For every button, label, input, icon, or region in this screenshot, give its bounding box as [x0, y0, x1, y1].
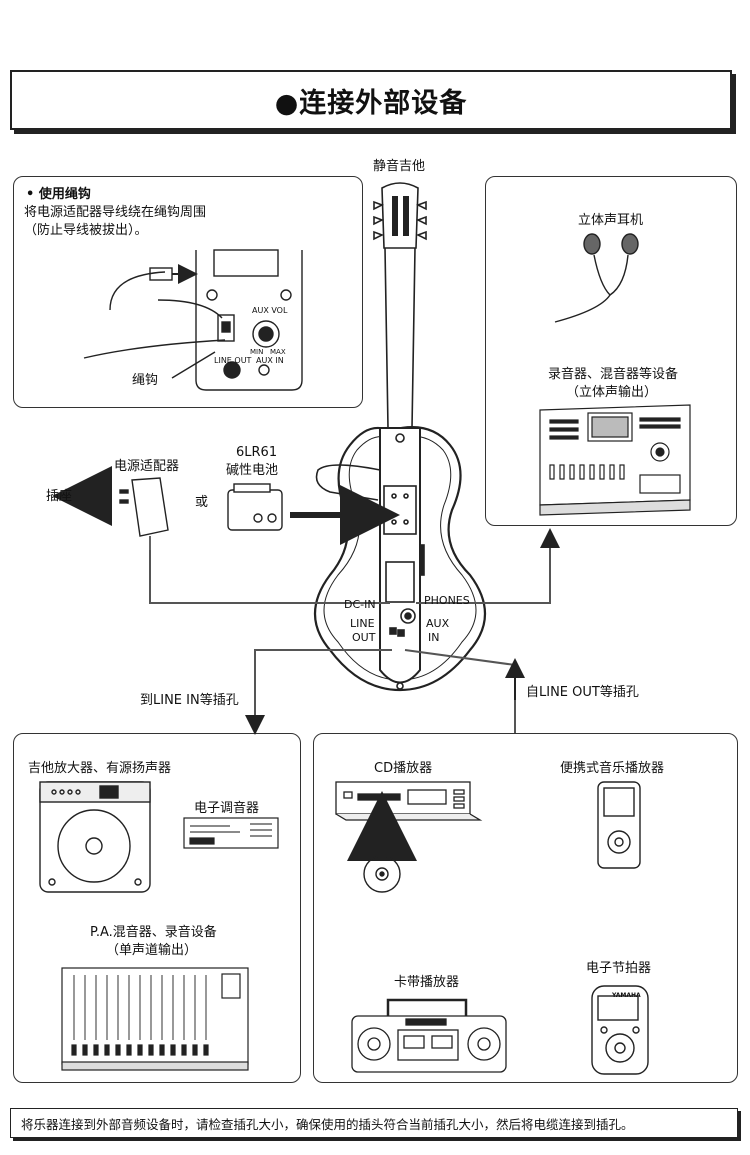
strap-hook-heading: • 使用绳钩: [26, 187, 91, 202]
cassette-player-icon: [351, 998, 507, 1073]
cassette-label: 卡带播放器: [394, 975, 460, 990]
strap-hook-line1: 将电源适配器导线绕在绳钩周围: [24, 205, 207, 220]
phones-label: PHONES: [424, 594, 470, 607]
out-label: OUT: [352, 631, 376, 644]
battery-line2: 碱性电池: [226, 463, 279, 478]
line-out-label-small: LINE OUT: [214, 356, 252, 365]
cd-player-icon: [335, 781, 483, 821]
bottom-note: 将乐器连接到外部音频设备时，请检查插孔大小，确保使用的插头符合当前插孔大小，然后…: [10, 1108, 738, 1138]
outlet-label: 插座: [46, 489, 73, 504]
tuner-label: 电子调音器: [194, 801, 260, 816]
to-line-in-label: 到LINE IN等插孔: [140, 693, 239, 708]
line-label: LINE: [350, 617, 375, 630]
in-label: IN: [428, 631, 440, 644]
page-title: ●连接外部设备: [10, 70, 732, 130]
recorder-label-line1: 录音器、混音器等设备: [548, 367, 679, 382]
pa-mixer-icon: [61, 967, 249, 1071]
electronic-tuner-icon: [183, 817, 279, 849]
battery-9v-icon: [227, 483, 283, 531]
guitar-amp-icon: [39, 781, 151, 893]
power-adapter-icon: [119, 477, 169, 550]
recorder-mixer-icon: [539, 404, 691, 516]
strap-hook-line2: （防止导线被拔出）。: [24, 223, 148, 238]
adapter-label: 电源适配器: [114, 459, 180, 474]
strap-hook-label: 绳钩: [132, 373, 159, 388]
line-out-cable: [245, 649, 392, 735]
pa-label-line1: P.A.混音器、录音设备: [90, 925, 217, 940]
strap-hook-closeup: [83, 249, 303, 391]
dc-in-cable: [149, 550, 390, 604]
portable-label: 便携式音乐播放器: [560, 761, 665, 776]
stereo-headphones-icon: [554, 233, 639, 323]
guitar-label: 静音吉他: [373, 159, 426, 174]
stereo-output-panel: [485, 176, 737, 526]
aux-vol-label: AUX VOL: [252, 306, 288, 315]
dc-in-label: DC-IN: [344, 598, 376, 611]
max-label: MAX: [270, 348, 286, 356]
pa-label-line2: （单声道输出）: [106, 943, 198, 958]
strap-hook-panel: [13, 176, 363, 408]
recorder-label-line2: （立体声输出）: [566, 385, 658, 400]
silent-guitar-icon: [313, 182, 487, 692]
cd-disc-icon: [363, 855, 401, 893]
metronome-label: 电子节拍器: [586, 961, 652, 976]
min-label: MIN: [250, 348, 264, 356]
battery-line1: 6LR61: [236, 445, 278, 460]
aux-in-label-small: AUX IN: [256, 356, 284, 365]
from-line-out-label: 自LINE OUT等插孔: [526, 685, 639, 700]
or-label: 或: [195, 495, 209, 510]
headphones-label: 立体声耳机: [578, 213, 644, 228]
electronic-metronome-icon: [591, 985, 649, 1075]
amp-label: 吉他放大器、有源扬声器: [28, 761, 172, 776]
aux-label: AUX: [426, 617, 450, 630]
cd-label: CD播放器: [374, 761, 433, 776]
metronome-brand: YAMAHA: [612, 992, 641, 999]
phones-cable: [416, 528, 560, 604]
portable-music-player-icon: [597, 781, 641, 869]
